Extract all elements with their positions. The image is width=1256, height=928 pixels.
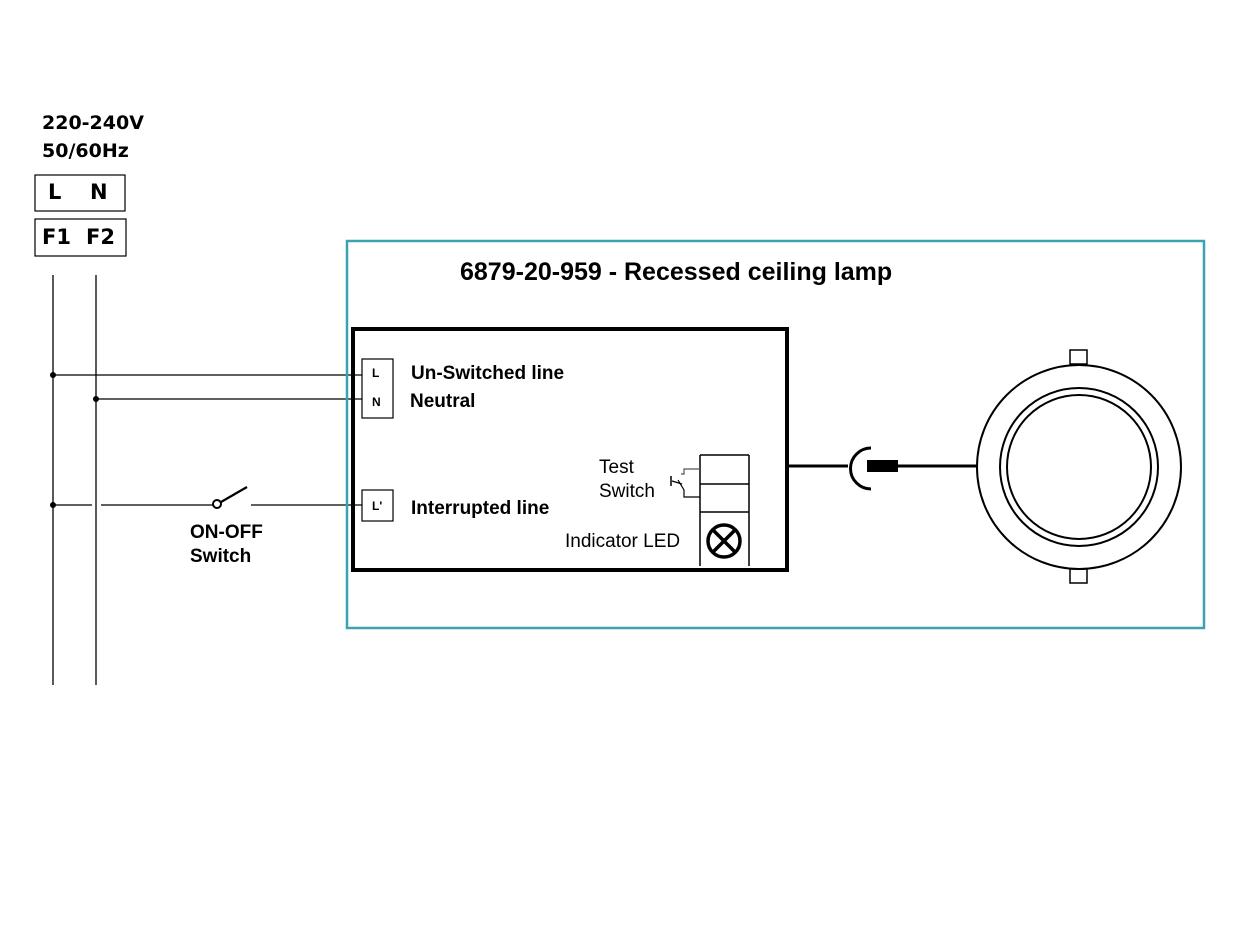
recessed-lamp-icon xyxy=(976,349,1182,584)
indicator-led-label: Indicator LED xyxy=(565,531,681,552)
on-off-switch-label-line1: ON-OFF xyxy=(190,522,263,543)
neutral-label: Neutral xyxy=(410,391,476,412)
lamp-unit-frame xyxy=(345,239,1206,630)
supply-frequency: 50/60Hz xyxy=(42,140,129,162)
fuse-f1: F1 xyxy=(42,225,71,249)
connector-plug-icon xyxy=(867,460,898,472)
fuse-f2: F2 xyxy=(86,225,115,249)
test-switch-label-line2: Switch xyxy=(599,481,655,502)
supply-terminal-n: N xyxy=(90,180,108,204)
fuse-box-f1-f2 xyxy=(34,218,127,257)
on-off-switch-label-line2: Switch xyxy=(190,546,252,567)
supply-voltage: 220-240V xyxy=(42,112,144,134)
lamp-unit-title: 6879-20-959 - Recessed ceiling lamp xyxy=(460,258,893,286)
test-switch-indicator-column xyxy=(699,454,750,566)
terminal-block-l-prime xyxy=(361,489,394,522)
interrupted-line-label: Interrupted line xyxy=(411,498,550,519)
terminal-n-label: N xyxy=(372,395,381,409)
supply-terminal-box-l-n xyxy=(34,174,126,212)
unswitched-line-label: Un-Switched line xyxy=(411,363,565,384)
terminal-l-prime-label: L' xyxy=(372,499,383,513)
supply-terminal-l: L xyxy=(48,180,62,204)
connector-socket-icon xyxy=(849,446,872,491)
on-off-switch-symbol xyxy=(212,486,248,509)
test-switch-label-line1: Test xyxy=(599,457,634,478)
test-switch-symbol xyxy=(670,468,700,498)
terminal-block-l-n xyxy=(361,358,394,419)
indicator-led-icon xyxy=(706,523,742,559)
driver-box xyxy=(351,327,789,572)
terminal-l-label: L xyxy=(372,366,380,380)
